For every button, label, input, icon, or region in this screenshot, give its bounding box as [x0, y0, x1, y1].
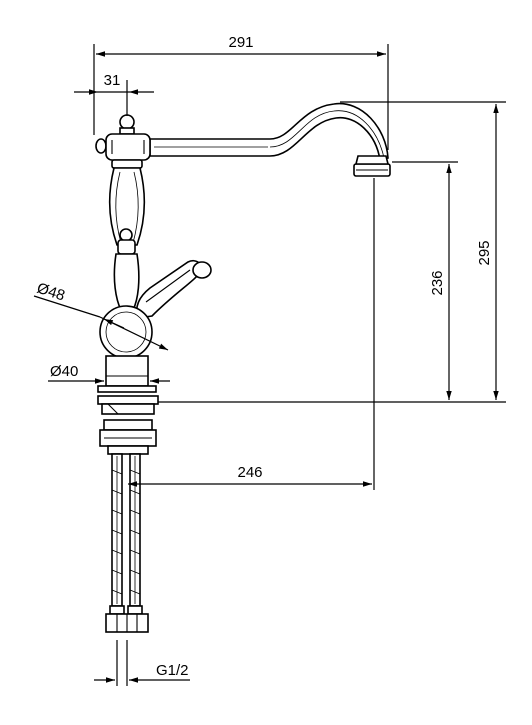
- dim-overall-height: 295: [476, 240, 493, 265]
- mixer-body: [99, 305, 153, 359]
- body-column: [108, 167, 146, 246]
- dim-spout-reach: 246: [237, 464, 262, 481]
- lever-handle[interactable]: [135, 259, 212, 319]
- spout-arm: [149, 102, 389, 161]
- dim-body-diameter: Ø48: [35, 280, 67, 305]
- deck-ring-low: [103, 419, 153, 431]
- dimensions: 291 31 295 236 246 Ø48 Ø40: [33, 34, 506, 686]
- finial-knob: [119, 114, 135, 130]
- dim-handle-offset: 31: [104, 72, 121, 89]
- deck-ring-mid: [101, 403, 155, 415]
- supply-hoses: [111, 453, 141, 607]
- side-cap: [95, 138, 107, 154]
- spout-collar: [354, 155, 390, 165]
- hose-nuts: [105, 605, 149, 633]
- dim-overall-width: 291: [228, 34, 253, 51]
- body-head: [105, 133, 151, 161]
- dim-base-diameter: Ø40: [50, 363, 78, 380]
- dim-thread: G1/2: [156, 662, 189, 679]
- body-neck: [105, 355, 149, 387]
- faucet: [95, 102, 391, 633]
- deck-ring-top: [97, 395, 159, 405]
- dim-spout-clearance: 236: [429, 270, 446, 295]
